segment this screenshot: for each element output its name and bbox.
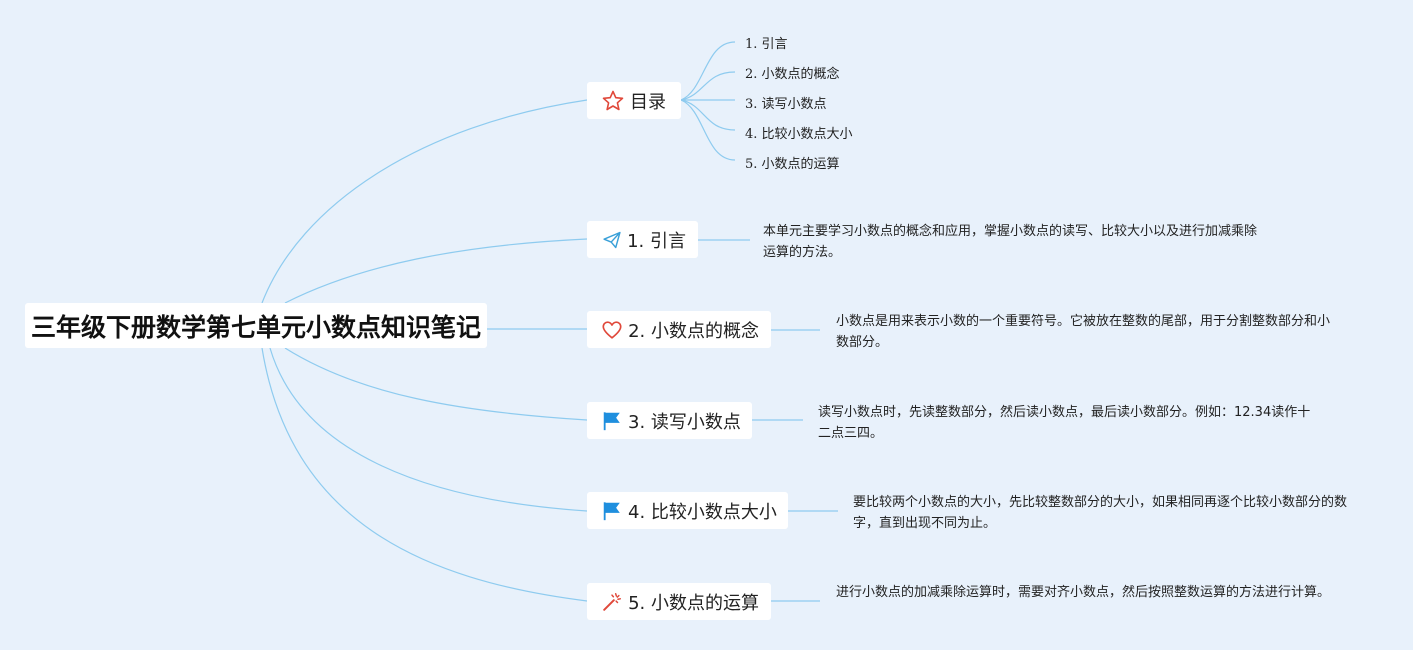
- section-desc-2: 小数点是用来表示小数的一个重要符号。它被放在整数的尾部，用于分割整数部分和小数部…: [836, 314, 1331, 350]
- section-node-3[interactable]: 3. 读写小数点: [587, 402, 752, 439]
- link-toc-item-5: [680, 99, 736, 161]
- section-label-4: 4. 比较小数点大小: [628, 501, 777, 523]
- section-label-3: 3. 读写小数点: [628, 411, 741, 433]
- link-root-section-5: [261, 347, 588, 602]
- section-node-5[interactable]: 5. 小数点的运算: [587, 583, 771, 620]
- section-node-4[interactable]: 4. 比较小数点大小: [587, 492, 788, 529]
- section-label-5: 5. 小数点的运算: [628, 592, 759, 614]
- link-root-section-1: [284, 238, 588, 304]
- link-toc-item-2: [680, 71, 736, 101]
- toc-item-5[interactable]: 5. 小数点的运算: [745, 157, 840, 172]
- paper-plane-icon: [601, 228, 622, 252]
- toc-label: 目录: [630, 91, 666, 113]
- link-root-section-4: [269, 347, 588, 512]
- link-root-section-3: [284, 347, 588, 421]
- section-label-2: 2. 小数点的概念: [628, 320, 759, 342]
- section-desc-3: 读写小数点时，先读整数部分，然后读小数点，最后读小数部分。例如：12.34读作十…: [818, 405, 1311, 441]
- section-label-1: 1. 引言: [627, 230, 686, 252]
- section-node-2[interactable]: 2. 小数点的概念: [587, 311, 771, 348]
- flag-icon: [601, 499, 623, 523]
- section-node-1[interactable]: 1. 引言: [587, 221, 698, 258]
- link-toc-item-4: [680, 99, 736, 131]
- heart-icon: [601, 318, 623, 342]
- toc-node[interactable]: 目录: [587, 82, 681, 119]
- link-toc-item-1: [680, 41, 736, 101]
- toc-item-2[interactable]: 2. 小数点的概念: [745, 67, 840, 82]
- root-topic[interactable]: 三年级下册数学第七单元小数点知识笔记: [25, 303, 487, 348]
- flag-icon: [601, 409, 623, 433]
- toc-item-3[interactable]: 3. 读写小数点: [745, 97, 827, 112]
- star-icon: [601, 89, 625, 113]
- section-desc-4: 要比较两个小数点的大小，先比较整数部分的大小，如果相同再逐个比较小数部分的数字，…: [853, 495, 1348, 531]
- link-root-toc: [261, 99, 588, 304]
- toc-item-1[interactable]: 1. 引言: [745, 37, 788, 52]
- section-desc-5: 进行小数点的加减乘除运算时，需要对齐小数点，然后按照整数运算的方法进行计算。: [836, 585, 1331, 600]
- section-desc-1: 本单元主要学习小数点的概念和应用，掌握小数点的读写、比较大小以及进行加减乘除运算…: [763, 224, 1258, 260]
- toc-item-4[interactable]: 4. 比较小数点大小: [745, 127, 853, 142]
- magic-wand-icon: [601, 590, 623, 614]
